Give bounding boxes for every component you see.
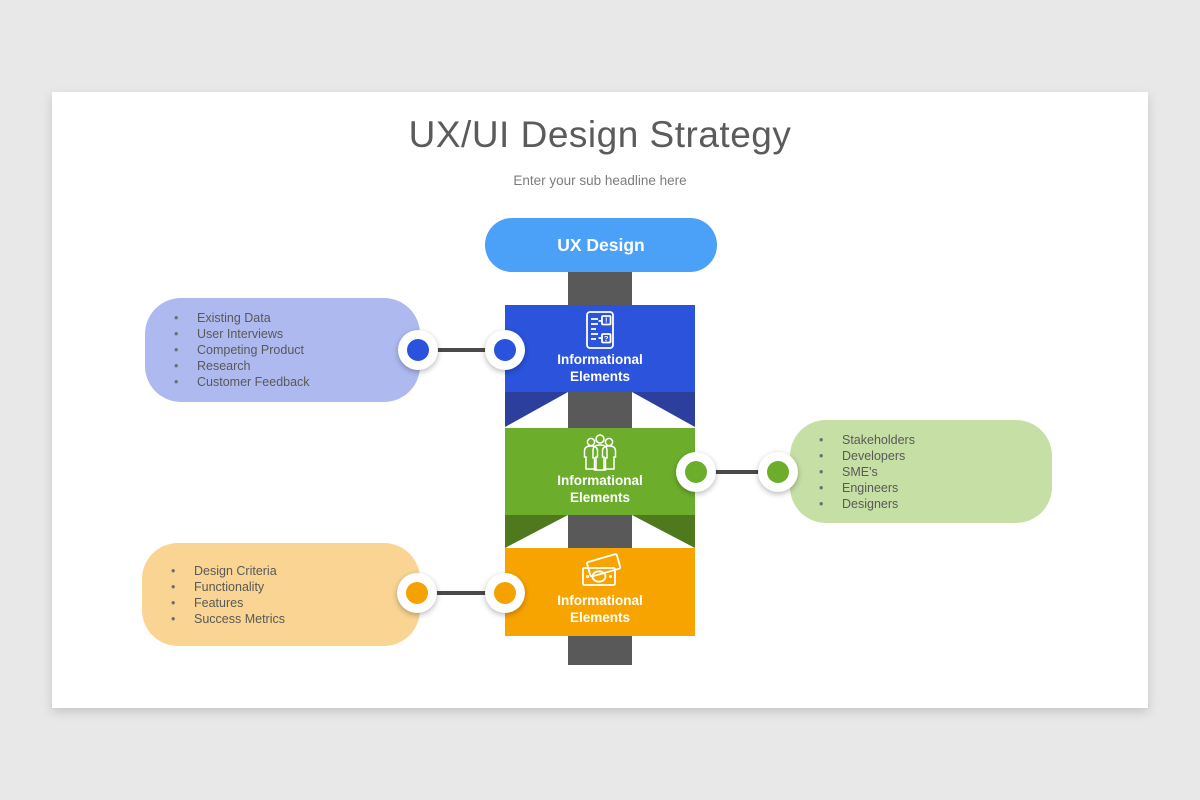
- connector-node-blue-right: [485, 330, 525, 370]
- bullet-list: Existing Data User Interviews Competing …: [145, 310, 420, 390]
- connector-line-blue: [418, 348, 505, 352]
- connector-node-orange-right: [485, 573, 525, 613]
- orange-dot: [494, 582, 516, 604]
- list-item: Stakeholders: [790, 432, 1052, 448]
- page-subtitle: Enter your sub headline here: [513, 173, 687, 188]
- stage-label-line2: Elements: [569, 369, 630, 384]
- page-title: UX/UI Design Strategy: [408, 114, 792, 155]
- list-item: Designers: [790, 496, 1052, 512]
- callout-research-sources: Existing Data User Interviews Competing …: [145, 298, 420, 402]
- stage-label: Informational Elements: [557, 592, 643, 626]
- orange-dot: [406, 582, 428, 604]
- list-item: Design Criteria: [142, 563, 420, 579]
- green-dot: [767, 461, 789, 483]
- stage-informational-elements-1: ! ? Informational Elements: [505, 305, 695, 392]
- money-icon: [577, 553, 623, 591]
- connector-node-blue-left: [398, 330, 438, 370]
- svg-text:!: !: [605, 316, 608, 325]
- ribbon-fold-left-blue: [505, 392, 568, 427]
- svg-text:?: ?: [604, 334, 609, 343]
- ribbon-fold-left-green: [505, 515, 568, 548]
- stage-label: Informational Elements: [557, 472, 643, 506]
- list-item: User Interviews: [145, 326, 420, 342]
- list-item: SME's: [790, 464, 1052, 480]
- connector-node-green-right: [758, 452, 798, 492]
- stage-label-line2: Elements: [569, 610, 630, 625]
- connector-node-orange-left: [397, 573, 437, 613]
- bullet-list: Stakeholders Developers SME's Engineers …: [790, 432, 1052, 512]
- stage-label-line1: Informational: [557, 473, 643, 488]
- root-node-label: UX Design: [557, 234, 645, 255]
- callout-team-roles: Stakeholders Developers SME's Engineers …: [790, 420, 1052, 523]
- blue-dot: [494, 339, 516, 361]
- connector-line-orange: [417, 591, 505, 595]
- stage-label: Informational Elements: [557, 351, 643, 385]
- checklist-alert-icon: ! ?: [578, 310, 622, 350]
- list-item: Developers: [790, 448, 1052, 464]
- ribbon-fold-right-green: [632, 515, 695, 548]
- list-item: Success Metrics: [142, 611, 420, 627]
- list-item: Customer Feedback: [145, 374, 420, 390]
- stage-label-line2: Elements: [569, 490, 630, 505]
- root-node-ux-design: UX Design: [485, 218, 717, 272]
- stage-informational-elements-2: Informational Elements: [505, 428, 695, 515]
- stage-informational-elements-3: Informational Elements: [505, 548, 695, 636]
- list-item: Functionality: [142, 579, 420, 595]
- list-item: Existing Data: [145, 310, 420, 326]
- ribbon-fold-right-blue: [632, 392, 695, 427]
- bullet-list: Design Criteria Functionality Features S…: [142, 563, 420, 627]
- connector-line-green: [696, 470, 778, 474]
- stage-label-line1: Informational: [557, 352, 643, 367]
- connector-node-green-left: [676, 452, 716, 492]
- slide-canvas: UX/UI Design Strategy Enter your sub hea…: [52, 92, 1148, 708]
- blue-dot: [407, 339, 429, 361]
- stage-label-line1: Informational: [557, 593, 643, 608]
- list-item: Research: [145, 358, 420, 374]
- callout-design-criteria: Design Criteria Functionality Features S…: [142, 543, 420, 646]
- list-item: Engineers: [790, 480, 1052, 496]
- team-icon: [577, 433, 623, 471]
- green-dot: [685, 461, 707, 483]
- list-item: Features: [142, 595, 420, 611]
- list-item: Competing Product: [145, 342, 420, 358]
